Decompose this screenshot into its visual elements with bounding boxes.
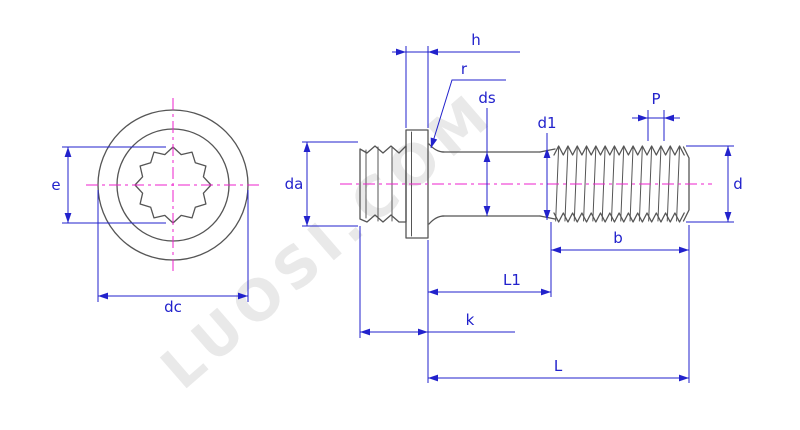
label-d1: d1 xyxy=(537,114,556,132)
label-e: e xyxy=(51,176,60,194)
label-ds: ds xyxy=(478,89,496,107)
dimension-labels: e dc da h r ds d1 P d b L1 k L xyxy=(51,31,742,375)
watermark: LUOSI.COM xyxy=(149,80,506,402)
side-view-head-profile xyxy=(359,145,407,223)
label-da: da xyxy=(285,175,304,193)
label-dc: dc xyxy=(164,298,182,316)
dimension-lines xyxy=(62,46,734,383)
watermark-text: LUOSI.COM xyxy=(149,80,506,402)
thread-crests-top xyxy=(553,145,685,156)
dim-r-leader xyxy=(430,79,506,149)
label-l1: L1 xyxy=(503,271,521,289)
label-p: P xyxy=(651,90,660,108)
thread-crests-bottom xyxy=(553,212,685,223)
centerlines xyxy=(86,98,712,272)
label-d: d xyxy=(733,175,743,193)
label-b: b xyxy=(613,229,623,247)
label-l: L xyxy=(554,357,563,375)
label-k: k xyxy=(466,311,475,329)
label-h: h xyxy=(471,31,481,49)
label-r: r xyxy=(461,60,468,78)
underhead-fillet-bottom xyxy=(428,215,445,225)
